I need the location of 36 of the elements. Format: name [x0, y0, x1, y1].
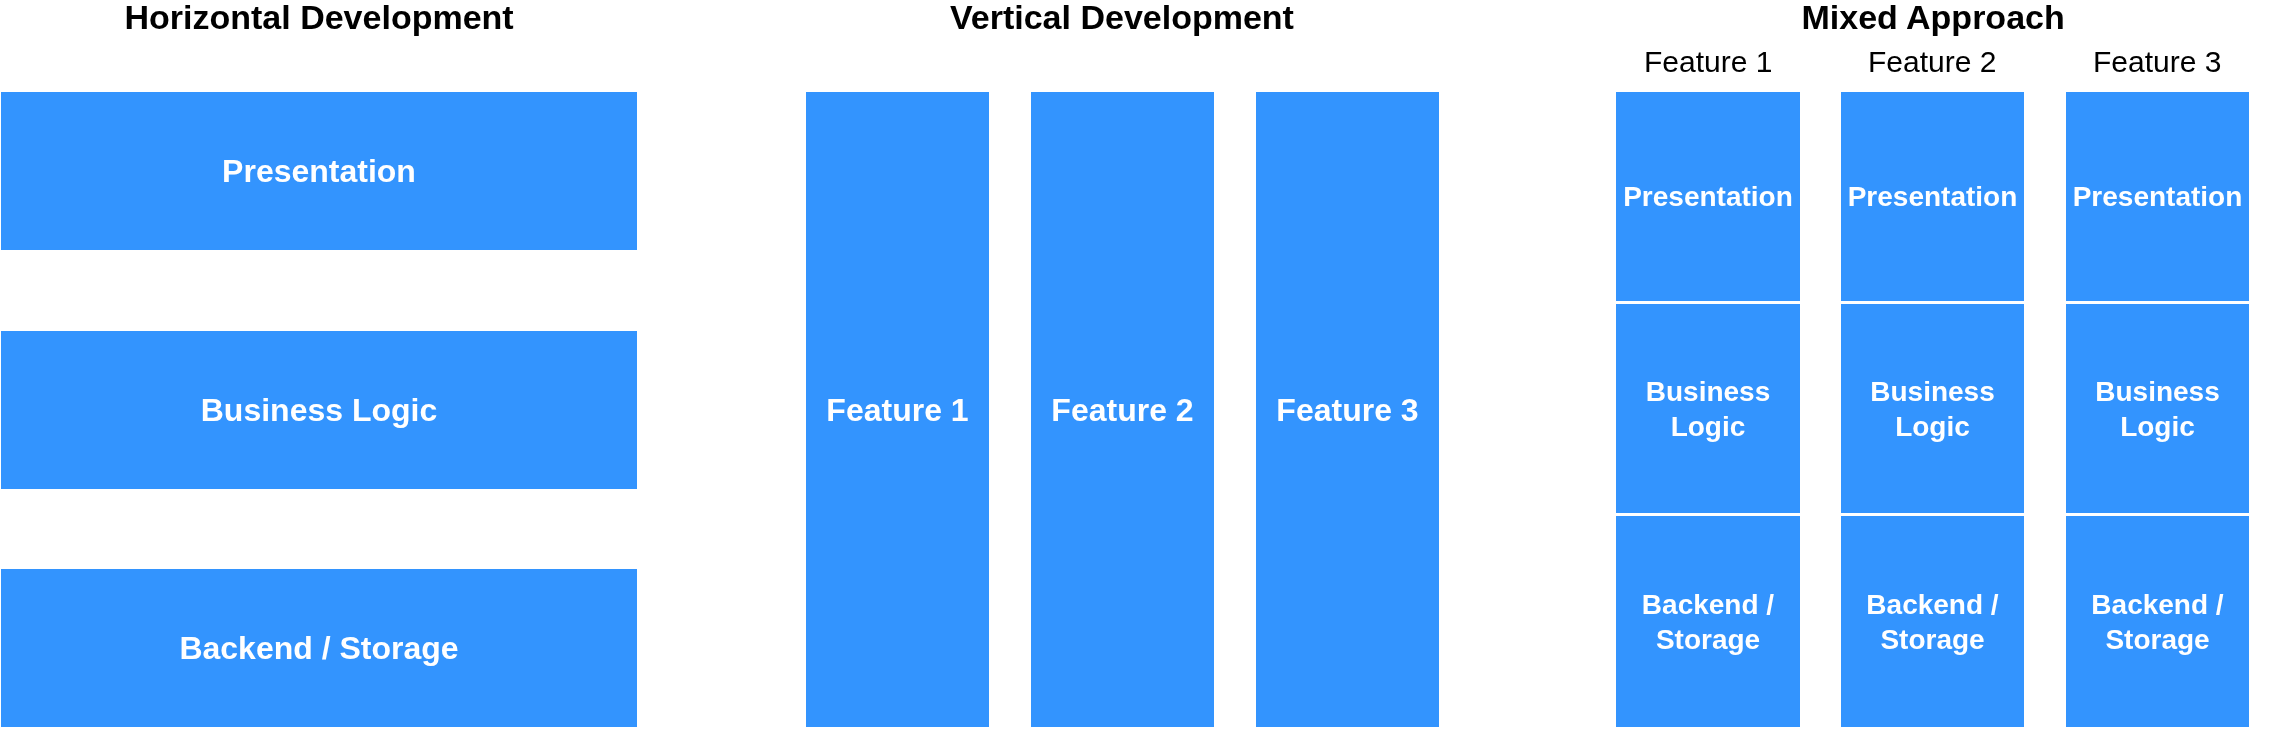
feature-label: Feature 1: [826, 390, 969, 430]
layer-label: Presentation: [1847, 180, 2018, 214]
layer-label: Backend / Storage: [1640, 587, 1776, 657]
layer-block: [2066, 92, 2249, 301]
layer-block: [2066, 516, 2249, 727]
layer-label: Backend / Storage: [1865, 587, 2000, 657]
layer-label: Backend / Storage: [179, 629, 459, 668]
feature-column: [1031, 92, 1214, 727]
feature-label: Feature 3: [1276, 390, 1419, 430]
layer-block: [1841, 304, 2024, 513]
layer-block: [1616, 516, 1800, 727]
layer-label: Business Logic: [2094, 374, 2221, 444]
layer-block: [1841, 516, 2024, 727]
section-title: Vertical Development: [950, 0, 1294, 34]
layer-label: Business Logic: [200, 391, 438, 430]
layer-block: [1616, 92, 1800, 301]
layer-block: [1, 331, 637, 489]
column-heading: Feature 3: [2093, 47, 2222, 77]
feature-label: Feature 2: [1051, 390, 1194, 430]
layer-label: Business Logic: [1869, 374, 1996, 444]
layer-block: [1, 92, 637, 250]
layer-label: Business Logic: [1644, 374, 1772, 444]
feature-column: [806, 92, 989, 727]
layer-block: [1, 569, 637, 727]
layer-block: [1841, 92, 2024, 301]
layer-label: Presentation: [222, 152, 416, 191]
layer-block: [2066, 304, 2249, 513]
layer-label: Presentation: [1623, 180, 1793, 214]
layer-label: Presentation: [2072, 180, 2243, 214]
column-heading: Feature 2: [1868, 47, 1997, 77]
section-title: Mixed Approach: [1801, 0, 2065, 34]
column-heading: Feature 1: [1644, 47, 1773, 77]
feature-column: [1256, 92, 1439, 727]
section-title: Horizontal Development: [124, 0, 514, 34]
layer-label: Backend / Storage: [2090, 587, 2225, 657]
layer-block: [1616, 304, 1800, 513]
